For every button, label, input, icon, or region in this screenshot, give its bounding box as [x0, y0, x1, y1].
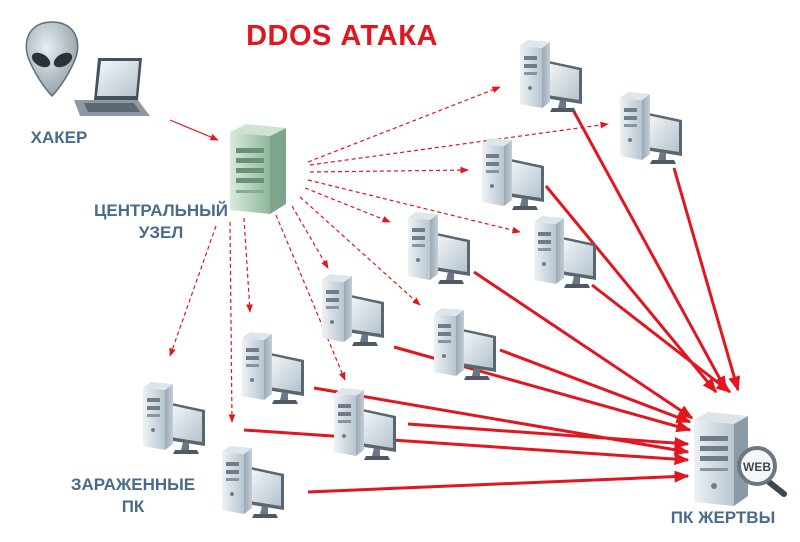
pc-icon: [408, 212, 470, 284]
control-line: [309, 166, 469, 174]
pc-icon: [322, 274, 384, 346]
hacker-label: ХАКЕР: [18, 127, 100, 149]
pc-icon: [534, 216, 596, 288]
pc-icon: [520, 40, 582, 112]
alien-icon: [25, 21, 79, 98]
attack-arrows: [243, 107, 741, 494]
control-line: [275, 214, 346, 381]
attack-arrow: [407, 422, 690, 450]
control-line: [307, 86, 501, 163]
attack-arrow: [313, 386, 690, 456]
control-line: [299, 196, 421, 306]
victim-node: WEB: [694, 412, 787, 506]
pc-icon: [620, 92, 682, 164]
laptop-icon: [74, 58, 150, 116]
infected-pcs-label: ЗАРАЖЕННЫЕ ПК: [70, 474, 196, 518]
infected-pcs: [143, 40, 682, 518]
attack-arrow: [672, 167, 741, 392]
control-line: [291, 205, 329, 269]
pc-icon: [434, 308, 496, 380]
hacker-node: [25, 21, 150, 116]
control-line: [228, 221, 236, 423]
control-line: [309, 121, 609, 166]
victim-label: ПК ЖЕРТВЫ: [668, 507, 778, 529]
control-lines: [169, 86, 609, 423]
hacker-label-text: ХАКЕР: [30, 128, 88, 147]
control-line: [307, 179, 521, 234]
attack-arrow: [243, 428, 690, 466]
infected-pcs-label-line1: ЗАРАЖЕННЫЕ: [70, 475, 196, 494]
pc-icon: [222, 446, 284, 518]
attack-arrow: [499, 348, 692, 424]
pc-icon: [143, 382, 205, 454]
central-node-label-line1: ЦЕНТРАЛЬНЫЙ: [93, 201, 229, 220]
server-icon: [230, 124, 286, 214]
pc-icon: [334, 388, 396, 460]
central-node-label-line2: УЗЕЛ: [138, 223, 184, 242]
pc-icon: [482, 138, 544, 210]
infected-pcs-label-line2: ПК: [121, 497, 145, 516]
central-node-label: ЦЕНТРАЛЬНЫЙ УЗЕЛ: [88, 200, 234, 244]
magnifier-icon: WEB: [737, 446, 787, 497]
web-badge: WEB: [743, 460, 771, 474]
hacker-to-server-line: [169, 119, 219, 141]
page-title: DDOS АТАКА: [246, 20, 438, 52]
attack-arrow: [473, 270, 694, 420]
attack-arrow: [570, 107, 728, 392]
pc-icon: [242, 332, 304, 404]
control-line: [304, 187, 391, 223]
control-line: [243, 217, 253, 313]
victim-label-text: ПК ЖЕРТВЫ: [670, 508, 776, 527]
control-line: [169, 225, 217, 357]
attack-arrow: [307, 470, 690, 494]
attack-arrow: [591, 283, 732, 394]
